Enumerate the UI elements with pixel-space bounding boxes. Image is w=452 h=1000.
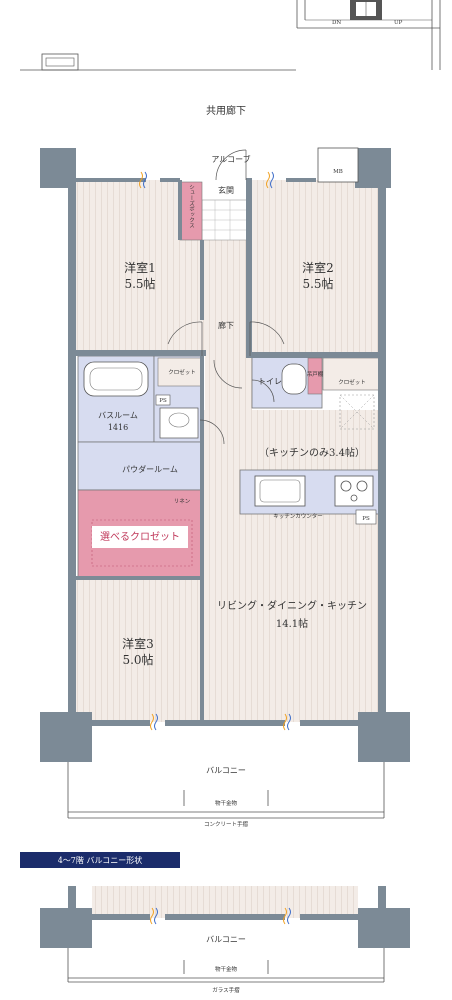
- variant-walls: [40, 886, 410, 948]
- mb-box: [317, 147, 359, 183]
- western-room-1-name: 洋室1: [124, 260, 156, 275]
- drying-hardware-label: 物干金物: [215, 799, 238, 807]
- outside-unit-outline: [20, 53, 296, 71]
- variant-banner: [20, 852, 180, 868]
- variant-vent-marks: [150, 907, 291, 925]
- western-room-3-floor: [75, 580, 200, 722]
- ps-box-2: [355, 509, 377, 525]
- toilet-label: トイレ: [258, 377, 282, 386]
- stair-dn-label: DN: [332, 20, 341, 26]
- stairwell: [296, 0, 441, 70]
- western-room-2-name: 洋室2: [302, 260, 334, 275]
- vent-marks: [139, 171, 291, 731]
- bathroom-name: バスルーム: [98, 411, 138, 420]
- stove: [334, 475, 374, 507]
- ps-label-2: PS: [362, 516, 370, 522]
- variant-balcony: [67, 948, 385, 983]
- alcove-label: アルコーブ: [211, 154, 250, 164]
- walls: [40, 148, 410, 762]
- ldk-size: 14.1帖: [276, 617, 308, 630]
- ps-box-1: [155, 394, 171, 406]
- stair-up-label: UP: [394, 20, 403, 26]
- kitchen-sink: [254, 475, 306, 507]
- ldk-name: リビング・ダイニング・キッチン: [217, 599, 367, 612]
- powder-room-label: パウダールーム: [122, 464, 178, 474]
- variant-banner-label: 4〜7階 バルコニー形状: [58, 855, 143, 865]
- doors: [167, 149, 285, 445]
- kitchen-counter-label: キッチンカウンター: [273, 512, 323, 520]
- linen-label: リネン: [174, 498, 191, 505]
- balcony: [67, 762, 385, 819]
- western-room-2-size: 5.5帖: [302, 276, 333, 291]
- balcony-label: バルコニー: [206, 766, 246, 775]
- washbasin: [159, 407, 199, 439]
- western-room-3-size: 5.0帖: [122, 652, 153, 667]
- hanging-shelf: [307, 357, 323, 395]
- glass-handrail-label: ガラス手摺: [212, 986, 240, 994]
- shoe-box-label: シューズボックス: [188, 184, 195, 228]
- hallway-label: 廊下: [218, 320, 234, 330]
- bathtub: [83, 361, 149, 397]
- western-room-1-size: 5.5帖: [124, 276, 155, 291]
- hallway-floor: [205, 240, 252, 425]
- western-room-3-name: 洋室3: [122, 636, 154, 651]
- variant-drying-label: 物干金物: [215, 965, 238, 973]
- genkan-label: 玄関: [218, 185, 234, 195]
- range-hood: [339, 394, 375, 430]
- bathroom-size: 1416: [108, 423, 128, 432]
- powder-room-floor: [77, 441, 203, 491]
- toilet-bowl: [281, 363, 307, 395]
- closet-1-label: クロゼット: [168, 368, 196, 376]
- western-room-1-floor: [75, 180, 180, 352]
- ps-label-1: PS: [159, 398, 167, 404]
- ldk-floor: [200, 410, 380, 722]
- selectable-closet-label: 選べるクロゼット: [100, 530, 180, 543]
- common-corridor-label: 共用廊下: [206, 104, 246, 117]
- kitchen-only-label: （キッチンのみ3.4帖）: [259, 446, 365, 459]
- hanging-shelf-label: 吊戸棚: [307, 370, 324, 378]
- variant-balcony-label: バルコニー: [206, 935, 246, 944]
- closet-1-area: [157, 357, 204, 387]
- variant-floor: [92, 886, 358, 918]
- concrete-handrail-label: コンクリート手摺: [204, 820, 249, 828]
- closet-2-label: クロゼット: [338, 378, 366, 386]
- mb-label: MB: [333, 169, 343, 175]
